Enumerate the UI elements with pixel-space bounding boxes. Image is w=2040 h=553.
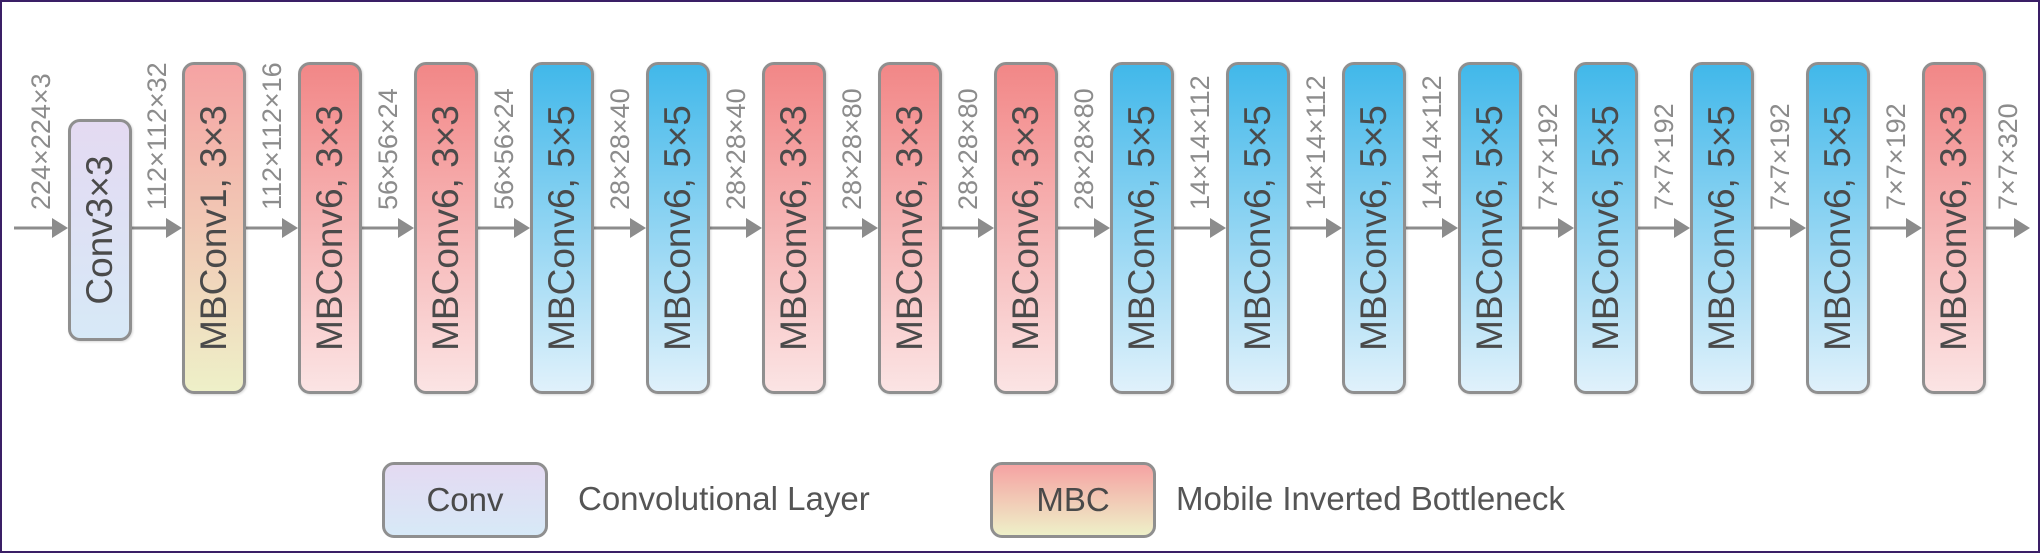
flow-arrowhead-11 [1326, 218, 1342, 238]
flow-arrowhead-5 [630, 218, 646, 238]
dimension-label-3: 56×56×24 [372, 88, 403, 210]
flow-arrowhead-13 [1558, 218, 1574, 238]
mbconv-block-16: MBConv6, 3×3 [1922, 62, 1986, 394]
flow-arrowhead-16 [1906, 218, 1922, 238]
legend-mbc-swatch: MBC [990, 462, 1156, 538]
flow-arrowhead-1 [166, 218, 182, 238]
dimension-label-6: 28×28×40 [720, 88, 751, 210]
block-label-9: MBConv6, 5×5 [1121, 105, 1162, 351]
flow-arrowhead-3 [398, 218, 414, 238]
mbconv-block-5: MBConv6, 5×5 [646, 62, 710, 394]
block-label-3: MBConv6, 3×3 [425, 105, 466, 351]
mbconv-block-12: MBConv6, 5×5 [1458, 62, 1522, 394]
dimension-label-7: 28×28×80 [836, 88, 867, 210]
mbconv-block-4: MBConv6, 5×5 [530, 62, 594, 394]
legend-conv-description: Convolutional Layer [578, 480, 870, 517]
legend-conv-swatch: Conv [382, 462, 548, 538]
dimension-label-14: 7×7×192 [1648, 103, 1679, 210]
block-label-14: MBConv6, 5×5 [1701, 105, 1742, 351]
dimension-label-8: 28×28×80 [952, 88, 983, 210]
flow-arrowhead-6 [746, 218, 762, 238]
dimension-label-15: 7×7×192 [1764, 103, 1795, 210]
flow-arrowhead-12 [1442, 218, 1458, 238]
legend-mbc-label: MBC [1036, 481, 1110, 518]
flow-arrowhead-8 [978, 218, 994, 238]
dimension-label-0: 224×224×3 [25, 73, 56, 210]
block-label-13: MBConv6, 5×5 [1585, 105, 1626, 351]
dimension-label-13: 7×7×192 [1532, 103, 1563, 210]
flow-arrowhead-14 [1674, 218, 1690, 238]
mbconv-block-13: MBConv6, 5×5 [1574, 62, 1638, 394]
legend-conv-label: Conv [426, 481, 504, 518]
mbconv-block-14: MBConv6, 5×5 [1690, 62, 1754, 394]
legend-mbc-description: Mobile Inverted Bottleneck [1176, 480, 1565, 517]
mbconv-block-15: MBConv6, 5×5 [1806, 62, 1870, 394]
mbconv-block-2: MBConv6, 3×3 [298, 62, 362, 394]
dimension-label-4: 56×56×24 [488, 88, 519, 210]
block-label-0: Conv3×3 [79, 155, 120, 305]
mbconv-block-10: MBConv6, 5×5 [1226, 62, 1290, 394]
flow-arrowhead-2 [282, 218, 298, 238]
dimension-label-2: 112×112×16 [256, 62, 287, 210]
flow-arrowhead-0 [52, 218, 68, 238]
mbconv-block-8: MBConv6, 3×3 [994, 62, 1058, 394]
flow-arrowhead-10 [1210, 218, 1226, 238]
block-label-1: MBConv1, 3×3 [193, 105, 234, 351]
block-label-6: MBConv6, 3×3 [773, 105, 814, 351]
mbconv-block-1: MBConv1, 3×3 [182, 62, 246, 394]
block-label-8: MBConv6, 3×3 [1005, 105, 1046, 351]
flow-arrowhead-15 [1790, 218, 1806, 238]
block-label-2: MBConv6, 3×3 [309, 105, 350, 351]
dimension-label-12: 14×14×112 [1416, 75, 1447, 210]
block-label-11: MBConv6, 5×5 [1353, 105, 1394, 351]
mbconv-block-9: MBConv6, 5×5 [1110, 62, 1174, 394]
flow-arrowhead-7 [862, 218, 878, 238]
flow-arrowhead-9 [1094, 218, 1110, 238]
dimension-label-1: 112×112×32 [141, 62, 172, 210]
block-label-7: MBConv6, 3×3 [889, 105, 930, 351]
block-label-4: MBConv6, 5×5 [541, 105, 582, 351]
flow-arrowhead-17 [2014, 218, 2030, 238]
mbconv-block-3: MBConv6, 3×3 [414, 62, 478, 394]
dimension-label-11: 14×14×112 [1300, 75, 1331, 210]
block-label-16: MBConv6, 3×3 [1933, 105, 1974, 351]
dimension-label-10: 14×14×112 [1184, 75, 1215, 210]
block-label-15: MBConv6, 5×5 [1817, 105, 1858, 351]
block-label-10: MBConv6, 5×5 [1237, 105, 1278, 351]
dimension-label-16: 7×7×192 [1880, 103, 1911, 210]
mbconv-block-11: MBConv6, 5×5 [1342, 62, 1406, 394]
mbconv-block-7: MBConv6, 3×3 [878, 62, 942, 394]
conv-block-0: Conv3×3 [68, 119, 132, 341]
mbconv-block-6: MBConv6, 3×3 [762, 62, 826, 394]
flow-arrowhead-4 [514, 218, 530, 238]
output-dimension-label: 7×7×320 [1992, 103, 2023, 210]
block-label-12: MBConv6, 5×5 [1469, 105, 1510, 351]
dimension-label-5: 28×28×40 [604, 88, 635, 210]
dimension-label-9: 28×28×80 [1068, 88, 1099, 210]
block-label-5: MBConv6, 5×5 [657, 105, 698, 351]
